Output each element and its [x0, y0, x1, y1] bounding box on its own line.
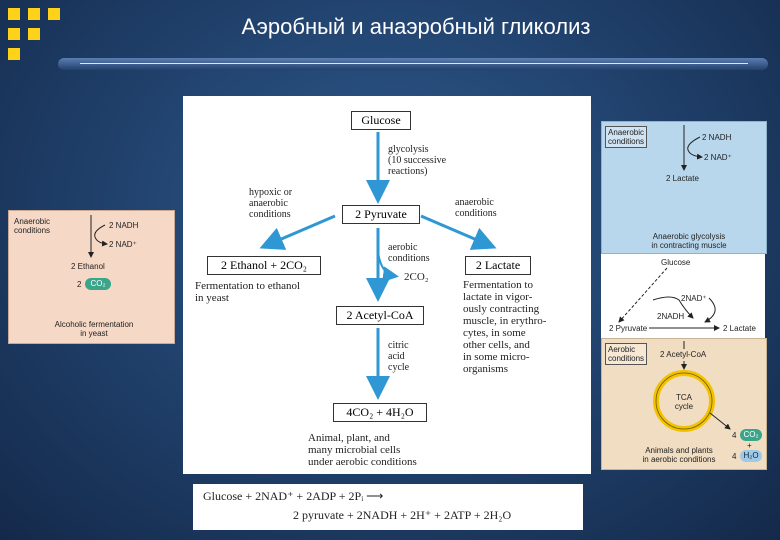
ethanol-box: 2 Ethanol + 2CO₂	[207, 256, 321, 275]
right-mid-arrows	[618, 267, 720, 331]
tca-cycle-drawing	[653, 341, 731, 432]
slide-logo	[8, 8, 72, 66]
right-bottom-acetyl: 2 Acetyl-CoA	[660, 350, 707, 359]
right-bottom-plus: +	[747, 441, 752, 450]
left-nadh-label: 2 NADH	[109, 221, 139, 230]
right-bottom-h2o-prefix: 4	[732, 452, 737, 461]
right-mid-lactate: 2 Lactate	[723, 324, 756, 333]
right-top-nadh: 2 NADH	[702, 133, 732, 142]
glucose-box: Glucose	[351, 111, 411, 130]
right-mid-nad: 2NAD⁺	[681, 294, 707, 303]
left-reaction-arrows	[88, 215, 108, 258]
equation-line-2: 2 pyruvate + 2NADH + 2H⁺ + 2ATP + 2H₂O	[293, 508, 512, 522]
right-bottom-co2-prefix: 4	[732, 431, 737, 440]
right-bottom-co2-bubble: CO₂	[740, 429, 762, 441]
right-top-arrows	[681, 125, 703, 171]
right-top-nad: 2 NAD⁺	[704, 153, 732, 162]
right-mid-glucose: Glucose	[661, 258, 691, 267]
right-mid-pyruvate: 2 Pyruvate	[609, 324, 648, 333]
right-top-lactate: 2 Lactate	[666, 174, 699, 183]
pyruvate-box: 2 Pyruvate	[342, 205, 420, 224]
right-bottom-h2o-bubble: H₂O	[740, 450, 762, 462]
title-underline-bar	[58, 58, 768, 70]
final-products-box: 4CO₂ + 4H₂O	[333, 403, 427, 422]
slide-title: Аэробный и анаэробный гликолиз	[241, 14, 591, 39]
acetyl-coa-box: 2 Acetyl-CoA	[336, 306, 424, 325]
main-pathway-arrows	[259, 132, 497, 400]
left-co2-bubble: CO₂	[85, 278, 111, 290]
left-nad-label: 2 NAD⁺	[109, 240, 137, 249]
equation-line-1: Glucose + 2NAD⁺ + 2ADP + 2Pᵢ ⟶	[203, 489, 384, 503]
glycolysis-equation-panel: Glucose + 2NAD⁺ + 2ADP + 2Pᵢ ⟶ 2 pyruvat…	[193, 484, 583, 530]
lactate-box: 2 Lactate	[465, 256, 531, 275]
pyruvate-lactate-panel: Glucose 2NAD⁺ 2NADH 2 Pyruvate 2 Lactate	[601, 254, 765, 338]
left-co2-prefix: 2	[77, 280, 82, 289]
left-ethanol-label: 2 Ethanol	[71, 262, 105, 271]
co2-release-label: 2CO₂	[404, 271, 429, 283]
right-mid-nadh: 2NADH	[657, 312, 685, 321]
